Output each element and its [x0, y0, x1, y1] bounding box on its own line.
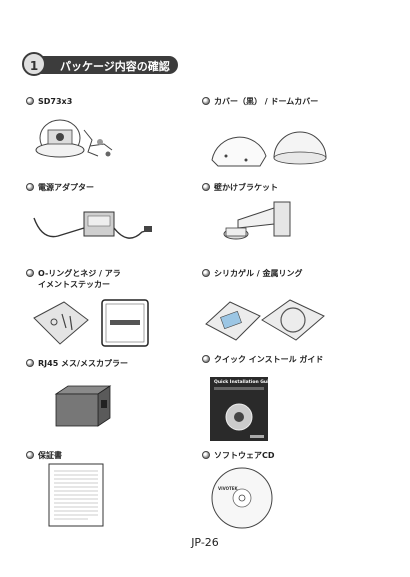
silica-gel-icon: [205, 299, 325, 341]
item-label-silica: シリカゲル / 金属リング: [202, 268, 303, 279]
screws-sticker-icon: [33, 299, 149, 347]
bullet-icon: [26, 269, 34, 277]
guide-title: Quick Installation Guide: [214, 380, 275, 385]
dome-cover-icon: [211, 131, 327, 167]
item-label-camera: SD73x3: [26, 96, 72, 107]
bullet-icon: [26, 183, 34, 191]
page-number: JP-26: [191, 536, 219, 549]
section-number: 1: [22, 52, 46, 76]
item-label-rj45: RJ45 メス/メスカプラー: [26, 358, 128, 369]
guide-camera-image: [214, 387, 264, 438]
item-label-screws: O-リングとネジ / アラ イメントステッカー: [26, 268, 121, 290]
bullet-icon: [26, 451, 34, 459]
camera-dome-icon: [35, 119, 113, 158]
bullet-icon: [202, 269, 210, 277]
warranty-card-icon: [48, 463, 104, 527]
item-label-guide: クイック インストール ガイド: [202, 354, 323, 365]
bullet-icon: [26, 97, 34, 105]
cd-brand-label: VIVOTEK: [218, 486, 238, 491]
bullet-icon: [202, 355, 210, 363]
power-adapter-icon: [33, 211, 152, 239]
section-title: パッケージ内容の確認: [60, 60, 170, 73]
section-header: 1 パッケージ内容の確認: [22, 52, 178, 76]
rj45-coupler-icon: [54, 385, 112, 427]
item-label-cd: ソフトウェアCD: [202, 450, 275, 461]
wall-bracket-icon: [223, 201, 291, 240]
software-cd-icon: [211, 467, 273, 529]
bullet-icon: [202, 451, 210, 459]
bullet-icon: [202, 183, 210, 191]
bullet-icon: [26, 359, 34, 367]
item-label-power: 電源アダプター: [26, 182, 94, 193]
bullet-icon: [202, 97, 210, 105]
quick-guide-icon: Quick Installation Guide: [210, 377, 275, 441]
item-label-covers: カバー（黒） / ドームカバー: [202, 96, 318, 107]
item-label-warranty: 保証書: [26, 450, 62, 461]
item-label-bracket: 壁かけブラケット: [202, 182, 278, 193]
